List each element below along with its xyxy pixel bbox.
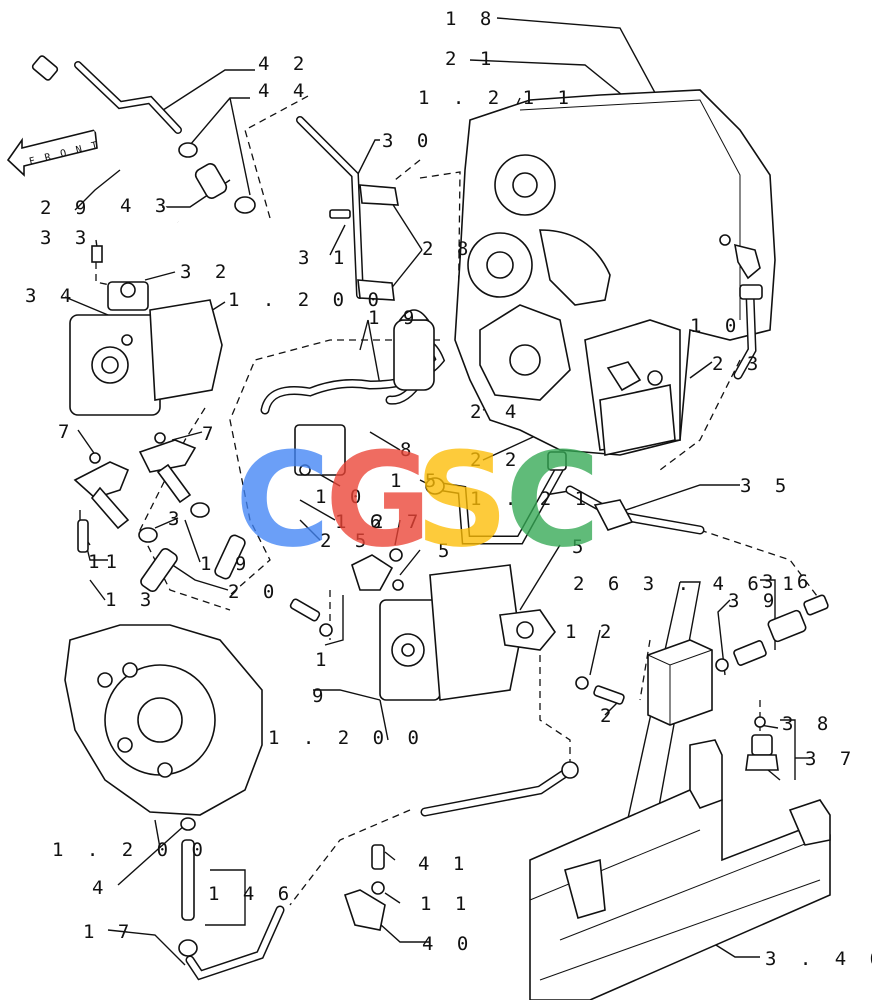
label-11b: 1 1 xyxy=(420,893,472,915)
box-263461 xyxy=(647,639,713,726)
label-8: 8 xyxy=(400,439,417,461)
hose-35 xyxy=(565,485,705,535)
label-31: 3 1 xyxy=(298,247,350,269)
label-12: 1 2 xyxy=(565,621,617,643)
pump-middle xyxy=(379,564,557,701)
label-15: 1 5 xyxy=(390,470,442,492)
label-32: 3 2 xyxy=(180,261,232,283)
label-22: 2 2 xyxy=(470,449,522,471)
label-1200a: 1 . 2 0 0 xyxy=(228,289,385,311)
label-41: 4 1 xyxy=(418,853,470,875)
label-146: 1 4 6 xyxy=(208,883,295,905)
plate-10-23 xyxy=(606,361,663,392)
fitting-18 xyxy=(733,243,763,380)
hose-assembly-center xyxy=(260,309,446,476)
label-16: 1 6 xyxy=(335,511,387,533)
tubes-19-20 xyxy=(140,534,246,593)
watermark-letter-3: C xyxy=(505,424,600,576)
housing-bottom xyxy=(64,624,263,816)
label-1200b: 1 . 2 0 0 xyxy=(268,727,425,749)
label-2: 2 xyxy=(600,705,617,727)
label-20: 2 0 xyxy=(228,581,280,603)
label-4: 4 xyxy=(92,877,109,899)
label-30: 3 0 xyxy=(382,130,434,152)
sensor-36 xyxy=(715,594,829,672)
label-1211: 1 . 2 1 1 xyxy=(418,87,575,109)
label-21a: 2 1 xyxy=(445,48,497,70)
part-number-labels: 1 8 2 1 4 2 4 4 1 . 2 1 1 3 0 2 9 4 3 3 3 3 1 2 8 3… xyxy=(25,8,872,970)
bracket-30 xyxy=(296,116,399,301)
hose-bottom xyxy=(178,761,579,981)
label-23: 2 3 xyxy=(712,353,764,375)
pipe-21-22 xyxy=(425,451,567,545)
flange-left xyxy=(73,452,130,553)
label-42: 4 2 xyxy=(258,53,310,75)
label-7b: 7 xyxy=(202,423,219,445)
label-3461: 3 . 4 6 1 xyxy=(765,948,872,970)
label-37: 3 7 xyxy=(805,748,857,770)
label-263461: 2 6 3 . 4 6 1 xyxy=(573,573,800,595)
watermark-letter-0: C xyxy=(235,424,330,576)
label-11a: 11 xyxy=(88,551,123,573)
label-18: 1 8 xyxy=(445,8,497,30)
label-9: 9 xyxy=(312,685,329,707)
label-24: 2 4 xyxy=(470,401,522,423)
label-10a: 1 0 xyxy=(690,315,742,337)
label-5b: 5 xyxy=(438,540,455,562)
label-44: 4 4 xyxy=(258,80,310,102)
label-39: 3 9 xyxy=(728,590,780,612)
rod-42 xyxy=(74,61,182,134)
chassis-frame xyxy=(529,739,831,1000)
label-1200c: 1 . 2 0 0 xyxy=(52,839,209,861)
watermark-letter-1: G xyxy=(325,424,432,576)
plug-37-38 xyxy=(745,716,779,771)
label-3: 3 xyxy=(168,508,185,530)
label-34: 3 4 xyxy=(25,285,77,307)
label-43: 4 3 xyxy=(120,195,172,217)
label-28: 2 8 xyxy=(422,238,474,260)
bolt-12-2 xyxy=(575,676,625,705)
label-5a: 5 xyxy=(572,536,589,558)
fitting-27-5 xyxy=(289,548,404,637)
label-27: 2 7 xyxy=(372,511,424,533)
label-7a: 7 xyxy=(58,421,75,443)
label-21b: 1 . 2 1 xyxy=(470,488,592,510)
label-1: 1 xyxy=(315,649,332,671)
label-29: 2 9 xyxy=(40,197,92,219)
label-33: 3 3 xyxy=(40,227,92,249)
clamp-40-41 xyxy=(343,844,386,931)
label-35: 3 5 xyxy=(740,475,792,497)
label-38: 3 8 xyxy=(782,713,834,735)
label-36: 3 6 xyxy=(762,571,814,593)
rod-29 xyxy=(31,55,179,223)
label-13: 1 3 xyxy=(105,589,157,611)
fittings-43-44 xyxy=(178,142,256,214)
flange-right xyxy=(138,432,210,543)
label-40: 4 0 xyxy=(422,933,474,955)
label-19b: 1 9 xyxy=(200,553,252,575)
label-17: 1 7 xyxy=(83,921,135,943)
label-25: 2 5 xyxy=(320,530,372,552)
front-arrow: F R O N T xyxy=(6,129,101,177)
label-10b: 1 0 xyxy=(315,486,367,508)
pump-top xyxy=(69,245,223,416)
watermark-letter-2: S xyxy=(415,424,509,576)
label-19a: 1 9 xyxy=(368,307,420,329)
